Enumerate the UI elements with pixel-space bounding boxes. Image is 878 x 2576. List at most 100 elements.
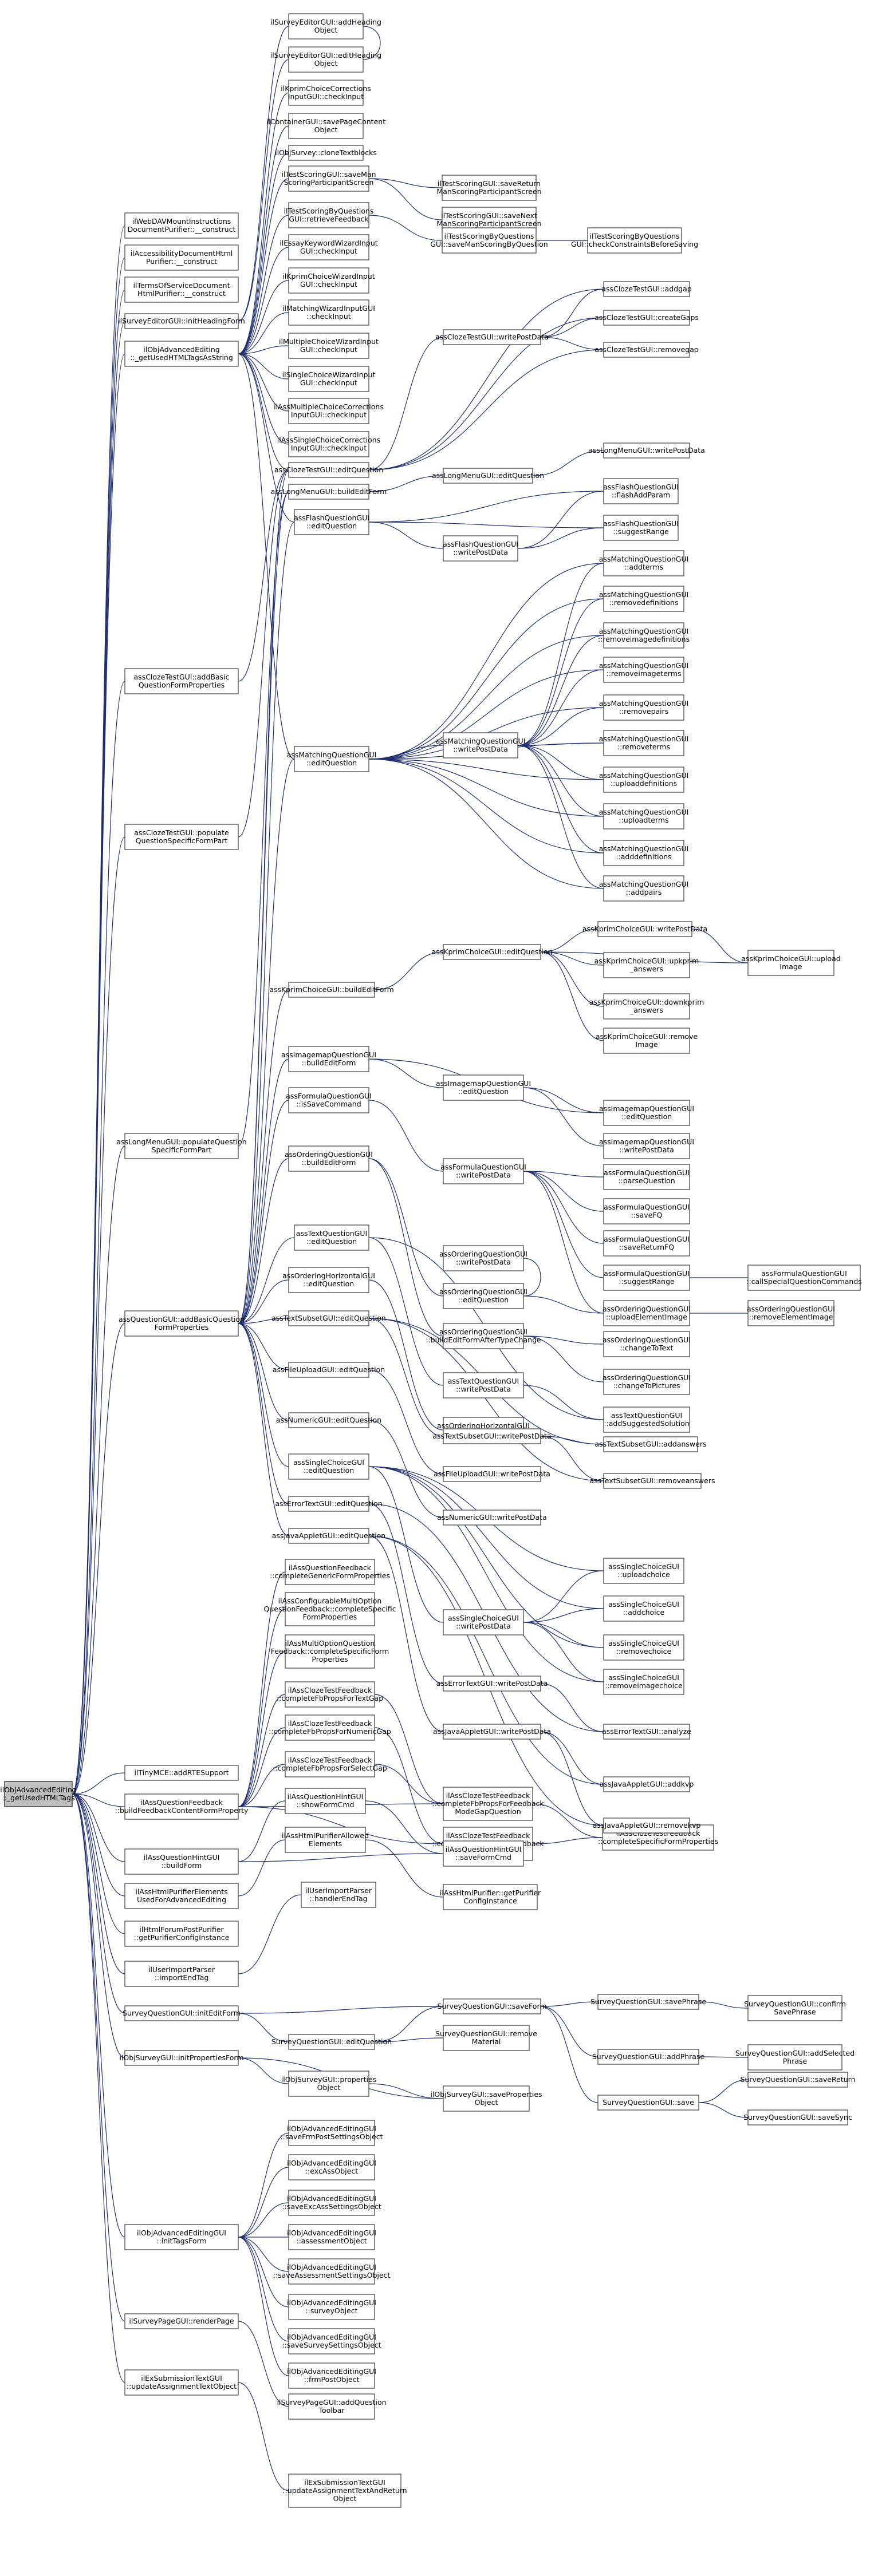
- function-node[interactable]: assMatchingQuestionGUI::removeterms: [599, 730, 689, 756]
- function-node[interactable]: assLongMenuGUI::writePostData: [588, 442, 705, 459]
- function-node[interactable]: ilTestScoringByQuestionsGUI::retrieveFee…: [284, 202, 374, 228]
- function-node[interactable]: assTextSubsetGUI::writePostData: [432, 1428, 552, 1444]
- function-node[interactable]: assJavaAppletGUI::removekvp: [593, 1818, 701, 1834]
- function-node[interactable]: assOrderingQuestionGUI::buildEditFormAft…: [426, 1323, 541, 1349]
- function-node[interactable]: assMatchingQuestionGUI::addterms: [599, 550, 689, 576]
- function-node[interactable]: ilObjAdvancedEditingGUI::assessmentObjec…: [287, 2224, 376, 2250]
- function-node[interactable]: assOrderingQuestionGUI::editQuestion: [439, 1283, 527, 1309]
- function-node[interactable]: ilHtmlForumPostPurifier::getPurifierConf…: [124, 1921, 239, 1947]
- function-node[interactable]: assClozeTestGUI::populateQuestionSpecifi…: [124, 824, 239, 850]
- function-node[interactable]: assMatchingQuestionGUI::uploadterms: [599, 803, 689, 829]
- function-node[interactable]: ilAssClozeTestFeedback::completeFbPropsF…: [273, 1751, 387, 1777]
- function-node[interactable]: SurveyQuestionGUI::addPhrase: [592, 2049, 705, 2065]
- function-node[interactable]: assMatchingQuestionGUI::writePostData: [436, 732, 526, 758]
- function-node[interactable]: ilExSubmissionTextGUI::updateAssignmentT…: [124, 2369, 239, 2396]
- function-node[interactable]: assClozeTestGUI::addBasicQuestionFormPro…: [124, 668, 239, 694]
- function-node[interactable]: SurveyQuestionGUI::initEditForm: [123, 2005, 241, 2021]
- function-node[interactable]: assFlashQuestionGUI::editQuestion: [294, 509, 369, 535]
- function-node[interactable]: assKprimChoiceGUI::writePostData: [582, 921, 707, 937]
- function-node[interactable]: assOrderingQuestionGUI::buildEditForm: [285, 1145, 373, 1172]
- function-node[interactable]: ilAssQuestionHintGUI::buildForm: [124, 1848, 239, 1875]
- function-node[interactable]: ilTermsOfServiceDocumentHtmlPurifier::__…: [124, 276, 239, 303]
- function-node[interactable]: assFormulaQuestionGUI::saveReturnFQ: [603, 1230, 690, 1257]
- function-node[interactable]: ilTinyMCE::addRTESupport: [124, 1765, 239, 1781]
- function-node[interactable]: assClozeTestGUI::writePostData: [435, 329, 549, 345]
- function-node[interactable]: ilTestScoringByQuestionsGUI::checkConstr…: [571, 227, 698, 254]
- function-node[interactable]: assImagemapQuestionGUI::buildEditForm: [281, 1046, 376, 1072]
- function-node[interactable]: assOrderingQuestionGUI::changeToText: [603, 1331, 691, 1357]
- function-node[interactable]: ilUserImportParser::importEndTag: [124, 1961, 239, 1987]
- function-node[interactable]: ilKprimChoiceCorrectionsInputGUI::checkI…: [281, 80, 371, 106]
- function-node[interactable]: assImagemapQuestionGUI::editQuestion: [599, 1100, 694, 1126]
- function-node[interactable]: assErrorTextGUI::writePostData: [436, 1676, 548, 1692]
- function-node[interactable]: ilMatchingWizardInputGUI::checkInput: [282, 299, 375, 326]
- function-node[interactable]: assFormulaQuestionGUI::callSpecialQuesti…: [746, 1265, 862, 1291]
- function-node[interactable]: ilAssHtmlPurifier::getPurifierConfigInst…: [440, 1884, 541, 1910]
- function-node[interactable]: ilAssQuestionFeedback::buildFeedbackCont…: [115, 1793, 249, 1820]
- function-node[interactable]: assSingleChoiceGUI::writePostData: [443, 1609, 524, 1635]
- function-node[interactable]: ilSurveyEditorGUI::initHeadingForm: [118, 313, 245, 329]
- function-node[interactable]: ilObjAdvancedEditingGUI::saveFrmPostSett…: [280, 2120, 383, 2146]
- function-node[interactable]: assSingleChoiceGUI::removechoice: [603, 1634, 684, 1661]
- function-node[interactable]: assErrorTextGUI::analyze: [602, 1724, 691, 1740]
- function-node[interactable]: assFormulaQuestionGUI::saveFQ: [603, 1198, 690, 1224]
- function-node[interactable]: ilAssQuestionHintGUI::saveFormCmd: [443, 1840, 524, 1867]
- function-node[interactable]: assClozeTestGUI::removegap: [594, 342, 699, 358]
- root-function-node[interactable]: ilObjAdvancedEditing::_getUsedHTMLTags: [0, 1781, 77, 1807]
- function-node[interactable]: ilAssQuestionFeedback::completeGenericFo…: [270, 1559, 390, 1585]
- function-node[interactable]: assTextSubsetGUI::addanswers: [595, 1436, 707, 1452]
- function-node[interactable]: assSingleChoiceGUI::uploadchoice: [603, 1558, 684, 1584]
- function-node[interactable]: assKprimChoiceGUI::downkprim_answers: [589, 993, 704, 1020]
- function-node[interactable]: assImagemapQuestionGUI::editQuestion: [436, 1074, 531, 1101]
- function-node[interactable]: assQuestionGUI::addBasicQuestionFormProp…: [119, 1310, 245, 1337]
- function-node[interactable]: assFileUploadGUI::writePostData: [434, 1466, 550, 1482]
- function-node[interactable]: assTextQuestionGUI::addSuggestedSolution: [603, 1406, 690, 1433]
- function-node[interactable]: assOrderingQuestionGUI::uploadElementIma…: [603, 1300, 691, 1326]
- function-node[interactable]: assLongMenuGUI::populateQuestionSpecific…: [116, 1133, 247, 1159]
- function-node[interactable]: ilAssConfigurableMultiOptionQuestionFeed…: [264, 1592, 396, 1626]
- function-node[interactable]: assOrderingQuestionGUI::writePostData: [439, 1245, 527, 1271]
- function-node[interactable]: SurveyQuestionGUI::saveReturn: [740, 2072, 856, 2088]
- function-node[interactable]: ilObjAdvancedEditingGUI::initTagsForm: [124, 2224, 239, 2250]
- function-node[interactable]: assSingleChoiceGUI::editQuestion: [288, 1453, 369, 1480]
- function-node[interactable]: assClozeTestGUI::addgap: [601, 281, 692, 297]
- function-node[interactable]: assJavaAppletGUI::writePostData: [433, 1724, 551, 1740]
- function-node[interactable]: ilAssQuestionHintGUI::showFormCmd: [285, 1788, 366, 1814]
- function-node[interactable]: ilSurveyPageGUI::renderPage: [124, 2313, 239, 2329]
- function-node[interactable]: assTextSubsetGUI::editQuestion: [271, 1310, 386, 1326]
- function-node[interactable]: assImagemapQuestionGUI::writePostData: [599, 1133, 694, 1159]
- function-node[interactable]: assMatchingQuestionGUI::adddefinitions: [599, 840, 689, 866]
- function-node[interactable]: ilObjAdvancedEditingGUI::saveExcAssSetti…: [282, 2190, 381, 2216]
- function-node[interactable]: ilObjAdvancedEditingGUI::saveAssessmentS…: [273, 2258, 391, 2285]
- function-node[interactable]: ilAssSingleChoiceCorrectionsInputGUI::ch…: [277, 431, 380, 457]
- function-node[interactable]: assJavaAppletGUI::editQuestion: [272, 1528, 385, 1544]
- function-node[interactable]: ilAssClozeTestFeedback::completeFbPropsF…: [269, 1714, 391, 1741]
- function-node[interactable]: ilExSubmissionTextGUI::updateAssignmentT…: [282, 2474, 407, 2508]
- function-node[interactable]: assErrorTextGUI::editQuestion: [275, 1496, 383, 1512]
- function-node[interactable]: assFlashQuestionGUI::writePostData: [443, 535, 518, 562]
- function-node[interactable]: assFileUploadGUI::editQuestion: [273, 1362, 385, 1378]
- function-node[interactable]: ilAssMultipleChoiceCorrectionsInputGUI::…: [274, 398, 384, 424]
- function-node[interactable]: assMatchingQuestionGUI::removedefinition…: [599, 586, 689, 612]
- function-node[interactable]: ilTestScoringGUI::saveManScoringParticip…: [281, 165, 376, 192]
- function-node[interactable]: assKprimChoiceGUI::upkprim_answers: [594, 952, 699, 978]
- function-node[interactable]: ilUserImportParser::handlerEndTag: [301, 1882, 376, 1908]
- function-node[interactable]: assJavaAppletGUI::addkvp: [600, 1776, 694, 1792]
- function-node[interactable]: assOrderingHorizontalGUI::editQuestion: [282, 1267, 375, 1293]
- function-node[interactable]: assMatchingQuestionGUI::removepairs: [599, 694, 689, 721]
- function-node[interactable]: ilAccessibilityDocumentHtmlPurifier::__c…: [124, 244, 239, 271]
- function-node[interactable]: ilObjAdvancedEditingGUI::excAssObject: [287, 2154, 376, 2180]
- function-node[interactable]: ilTestScoringByQuestionsGUI::saveManScor…: [430, 227, 548, 254]
